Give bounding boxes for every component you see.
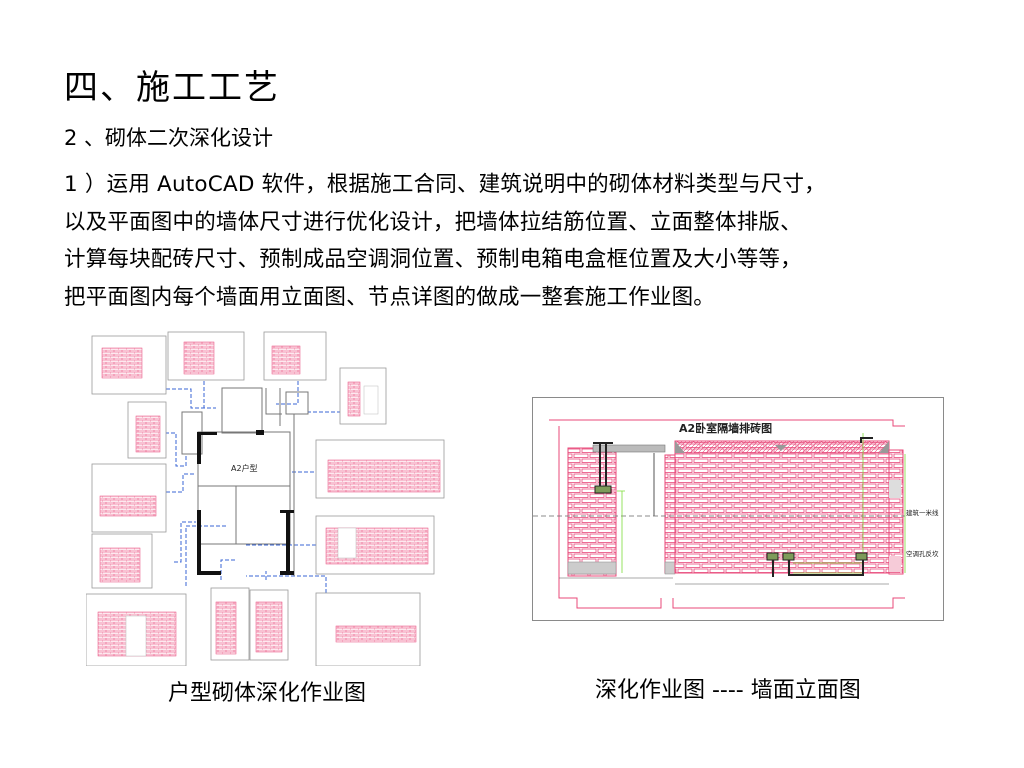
slide-title: 四、施工工艺	[64, 68, 280, 108]
unit-masonry-layout-image: A2户型	[86, 326, 450, 666]
left-figure-caption: 户型砌体深化作业图	[168, 681, 367, 706]
drawing-title: A2卧室隔墙排砖图	[679, 421, 772, 435]
body-line: 计算每块配砖尺寸、预制成品空调洞位置、预制电箱电盒框位置及大小等等，	[64, 247, 802, 272]
wall-elevation-image: A2卧室隔墙排砖图	[532, 397, 944, 621]
floor-plan	[181, 387, 309, 576]
right-figure-caption: 深化作业图 ---- 墙面立面图	[595, 678, 861, 703]
plan-label: A2户型	[231, 463, 258, 473]
body-line: 把平面图内每个墙面用立面图、节点详图的做成一整套施工作业图。	[64, 284, 716, 310]
annotation-ac-curb: 空调孔反坎	[906, 549, 939, 558]
body-paragraph: 1 ）运用 AutoCAD 软件，根据施工合同、建筑说明中的砌体材料类型与尺寸，…	[64, 166, 964, 316]
body-line: 以及平面图中的墙体尺寸进行优化设计，把墙体拉结筋位置、立面整体排版、	[64, 209, 802, 235]
annotation-datum-line: 建筑一米线	[906, 508, 939, 517]
body-line: 1 ）运用 AutoCAD 软件，根据施工合同、建筑说明中的砌体材料类型与尺寸，	[64, 172, 826, 197]
section-subtitle: 2 、砌体二次深化设计	[64, 126, 274, 150]
